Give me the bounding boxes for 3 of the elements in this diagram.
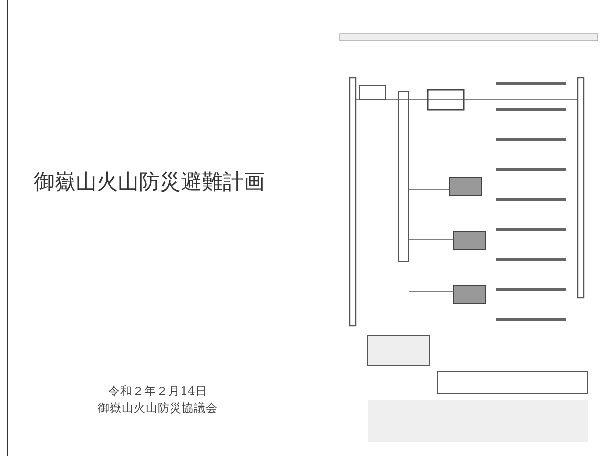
slide-title: 御嶽山火山防災避難計画 bbox=[34, 169, 265, 196]
date-text: 令和２年２月14日 bbox=[108, 384, 208, 399]
organization-name: 御嶽山火山防災協議会 bbox=[98, 401, 218, 416]
